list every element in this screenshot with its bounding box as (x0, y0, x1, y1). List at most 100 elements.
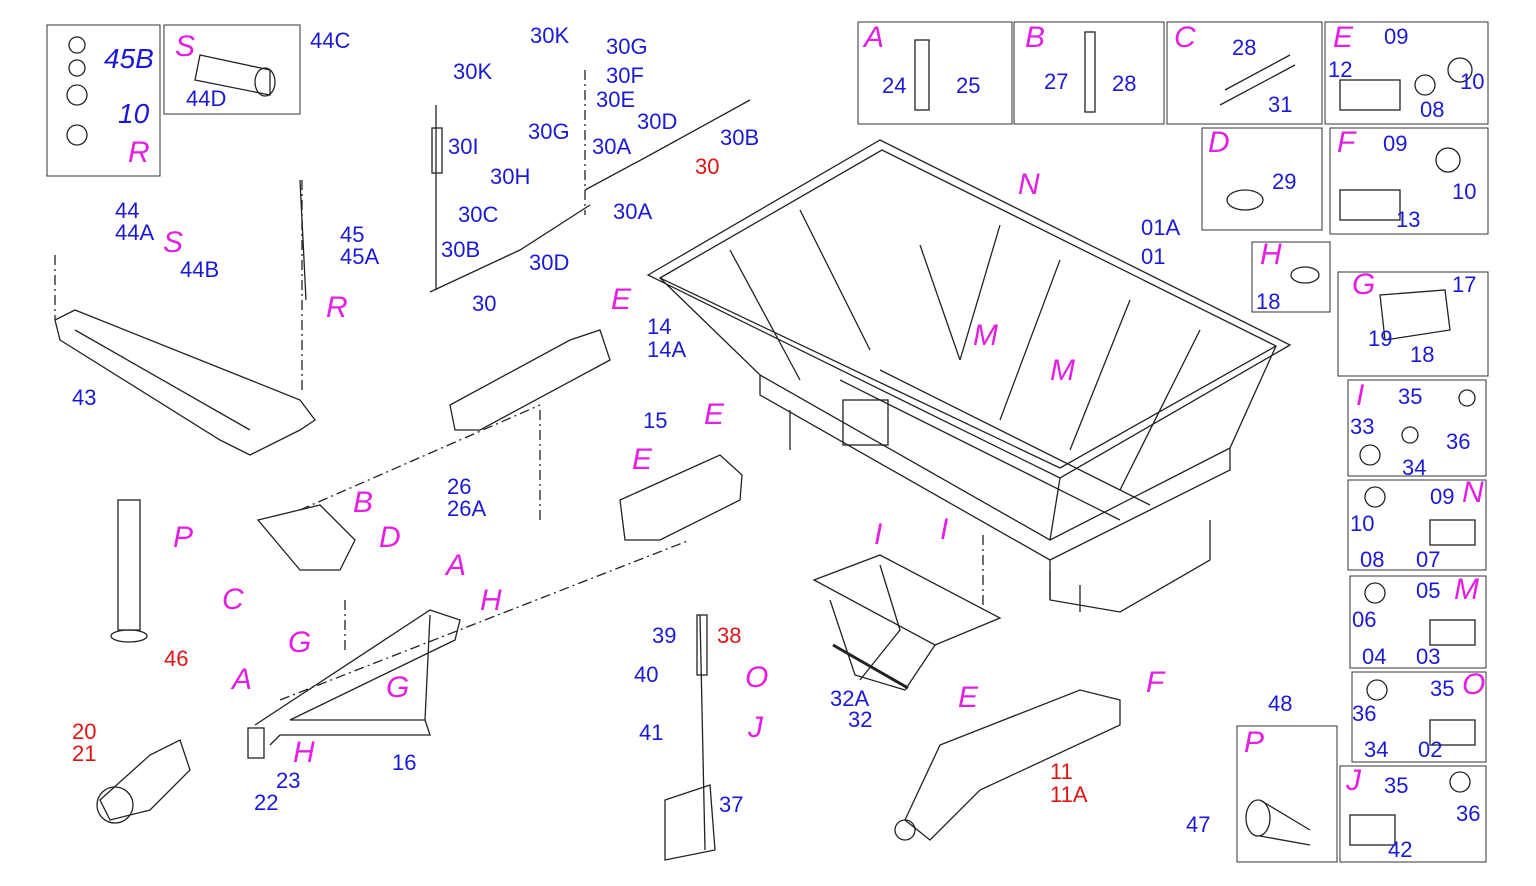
detail-letter-callout: J (1346, 764, 1361, 797)
detail-letter-callout: H (293, 736, 315, 769)
part-number-callout: 28 (1232, 35, 1257, 60)
part-number-callout: 48 (1268, 691, 1293, 716)
detail-letter-callout: H (1260, 238, 1282, 271)
assembly-number-callout: 20 (72, 719, 97, 744)
detail-letter-callout: O (745, 661, 769, 694)
part-number-callout: 05 (1416, 578, 1441, 603)
part-number-callout: 44B (180, 257, 220, 282)
detail-letter-callout: A (446, 549, 467, 582)
part-number-callout: 30E (596, 87, 636, 112)
detail-letter-callout: E (632, 443, 653, 476)
detail-letter-callout: N (1462, 476, 1484, 509)
part-number-callout: 34 (1402, 455, 1427, 480)
detail-letter-callout: D (1208, 126, 1230, 159)
part-number-callout: 39 (652, 623, 677, 648)
part-number-callout: 12 (1328, 57, 1353, 82)
part-number-callout: 35 (1430, 676, 1455, 701)
part-number-callout: 27 (1044, 69, 1069, 94)
part-number-callout: 36 (1446, 429, 1471, 454)
detail-letter-callout: S (163, 226, 184, 259)
detail-letter-callout: D (379, 521, 401, 554)
part-number-callout: 30K (530, 23, 570, 48)
detail-letter-callout: I (1356, 379, 1365, 412)
part-number-callout: 06 (1352, 607, 1377, 632)
part-number-callout: 30B (441, 237, 481, 262)
detail-letter-callout: O (1462, 668, 1486, 701)
part-number-callout: 35 (1384, 773, 1409, 798)
part-number-callout: 45B (104, 43, 154, 74)
detail-letter-callout: F (1337, 126, 1356, 159)
detail-letter-callout: A (864, 21, 885, 54)
part-number-callout: 17 (1452, 272, 1477, 297)
part-number-callout: 30A (592, 134, 632, 159)
part-number-callout: 31 (1268, 92, 1293, 117)
part-number-callout: 47 (1186, 812, 1211, 837)
part-number-callout: 01A (1141, 215, 1181, 240)
part-number-callout: 30F (606, 63, 644, 88)
part-number-callout: 42 (1388, 837, 1413, 862)
part-number-callout: 30G (528, 119, 570, 144)
part-number-callout: 25 (956, 73, 981, 98)
detail-letter-callout: M (1050, 354, 1075, 387)
part-number-callout: 30D (529, 250, 570, 275)
part-number-callout: 04 (1362, 644, 1387, 669)
part-number-callout: 41 (639, 720, 664, 745)
detail-letter-callout: F (1146, 666, 1165, 699)
frame-drawing (54, 70, 1121, 861)
part-number-callout: 36 (1456, 801, 1481, 826)
part-number-callout: 44D (186, 86, 227, 111)
assembly-number-callout: 11 (1050, 759, 1073, 784)
detail-letter-callout: A (232, 663, 253, 696)
part-number-callout: 23 (276, 768, 301, 793)
part-number-callout: 13 (1396, 207, 1421, 232)
part-number-callout: 01 (1141, 244, 1166, 269)
part-number-callout: 35 (1398, 384, 1423, 409)
part-number-callout: 08 (1360, 547, 1385, 572)
part-number-callout: 43 (72, 385, 97, 410)
part-number-callout: 19 (1368, 326, 1393, 351)
hopper-drawing (646, 139, 1292, 613)
detail-letter-callout: B (353, 486, 374, 519)
part-number-callout: 10 (1350, 511, 1375, 536)
part-number-callout: 28 (1112, 71, 1137, 96)
part-number-callout: 40 (634, 662, 659, 687)
part-number-callout: 07 (1416, 547, 1441, 572)
part-number-callout: 30G (606, 34, 648, 59)
part-number-callout: 36 (1352, 701, 1377, 726)
detail-part-drawings (66, 31, 1476, 846)
part-number-callout: 09 (1430, 484, 1455, 509)
part-number-callout: 10 (1452, 179, 1477, 204)
part-number-callout: 10 (118, 98, 150, 129)
part-number-callout: 08 (1420, 97, 1445, 122)
detail-letter-callout: M (973, 319, 998, 352)
part-number-callout: 30D (637, 109, 678, 134)
assembly-number-callout: 21 (72, 741, 97, 766)
assembly-number-callout: 11A (1050, 782, 1088, 807)
part-number-callout: 30B (720, 125, 760, 150)
detail-letter-callout: E (611, 283, 632, 316)
part-number-callout: 30 (472, 291, 497, 316)
detail-letter-callout: R (326, 291, 348, 324)
part-number-callout: 32A (830, 686, 870, 711)
assembly-number-callout: 46 (164, 646, 189, 671)
part-number-callout: 30C (458, 202, 499, 227)
part-number-callout: 45 (340, 222, 365, 247)
part-number-callout: 29 (1272, 169, 1297, 194)
detail-letter-callout: R (128, 136, 150, 169)
part-number-callout: 32 (848, 707, 873, 732)
detail-letter-callout: G (288, 626, 312, 659)
detail-letter-callout: G (386, 671, 410, 704)
part-number-callout: 30H (490, 164, 531, 189)
part-number-callout: 22 (254, 790, 279, 815)
detail-letter-callout: H (480, 584, 502, 617)
detail-letter-callout: E (958, 681, 979, 714)
detail-letter-callout: M (1454, 573, 1479, 606)
detail-letter-callout: S (175, 30, 196, 63)
part-number-callout: 09 (1383, 131, 1408, 156)
detail-letter-callout: I (940, 513, 949, 546)
part-number-callout: 44A (115, 220, 155, 245)
part-number-callout: 45A (340, 244, 380, 269)
part-number-callout: 30I (448, 134, 479, 159)
